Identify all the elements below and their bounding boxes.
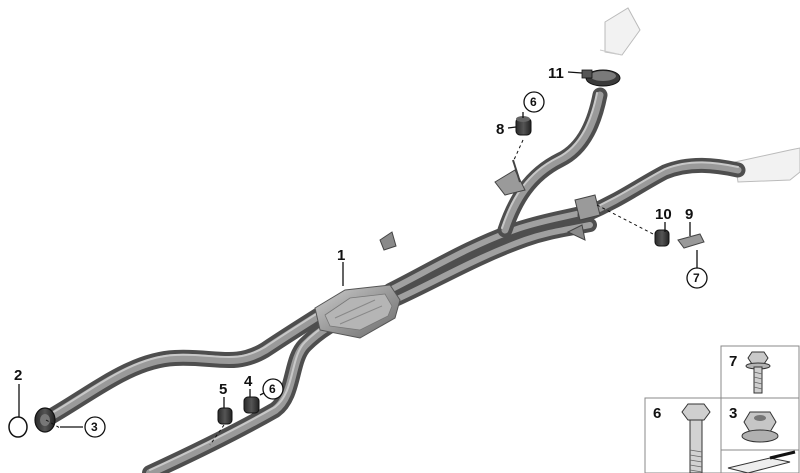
circled-ref-6-lower-label: 6	[269, 382, 276, 396]
lower-hose-end	[734, 147, 800, 183]
rubber-mount-10	[654, 229, 670, 247]
callout-2: 2	[14, 367, 22, 384]
circled-ref-7: 7	[686, 267, 708, 289]
bracket-9	[677, 233, 705, 249]
rear-hanger-bracket	[566, 194, 601, 241]
center-hanger-bracket	[379, 231, 397, 251]
upper-rear-pipe	[497, 87, 608, 238]
clip-part-icon	[727, 450, 796, 473]
flange-nut-icon	[741, 411, 779, 443]
circled-ref-6-upper: 6	[523, 91, 545, 113]
callout-8: 8	[496, 121, 504, 138]
circled-ref-7-label: 7	[693, 271, 700, 285]
callout-11: 11	[548, 65, 564, 82]
flange-bolt-icon	[745, 351, 771, 394]
catalytic-converter	[314, 284, 401, 339]
gasket-ring	[8, 416, 28, 438]
circled-ref-3: 3	[84, 416, 106, 438]
circled-ref-6-upper-label: 6	[530, 95, 537, 109]
callout-1: 1	[337, 247, 345, 264]
callout-9: 9	[685, 206, 693, 223]
exhaust-pipe-left	[37, 297, 343, 428]
rubber-mount-5	[217, 407, 233, 425]
callout-leaders	[18, 71, 698, 428]
circled-ref-6-lower: 6	[262, 378, 284, 400]
lower-rear-pipe	[577, 157, 746, 223]
hardware-legend: 7 6 3	[644, 345, 800, 473]
callout-4: 4	[244, 373, 253, 390]
callout-5: 5	[219, 381, 227, 398]
circled-ref-3-label: 3	[91, 420, 98, 434]
legend-label-7: 7	[729, 353, 737, 370]
legend-label-3: 3	[729, 405, 737, 422]
hex-bolt-icon	[681, 403, 711, 473]
pipe-clamp-11	[581, 69, 621, 87]
front-flange	[34, 407, 56, 433]
leader-dashes	[45, 139, 656, 446]
upper-hanger-bracket	[494, 159, 526, 196]
upper-hose-end	[599, 7, 641, 56]
center-twin-pipes	[383, 205, 597, 307]
rubber-mount-4	[243, 396, 260, 414]
rubber-mount-8	[515, 116, 532, 136]
legend-label-6: 6	[653, 405, 661, 422]
callout-10: 10	[655, 206, 672, 223]
